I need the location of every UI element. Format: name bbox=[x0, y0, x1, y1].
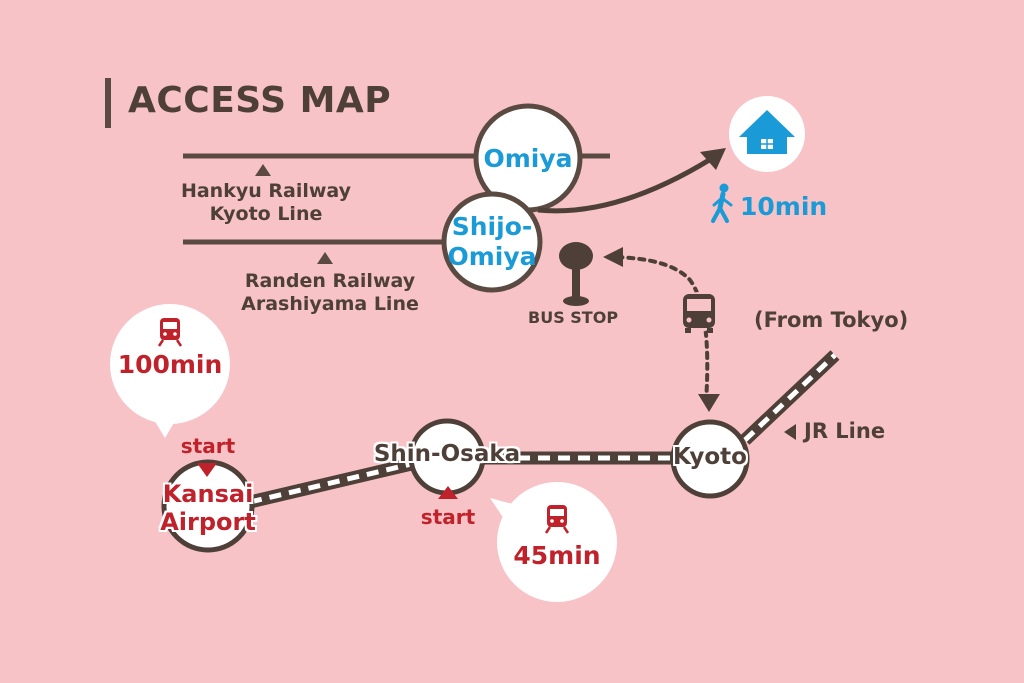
shijo-omiya-station-circle bbox=[441, 191, 543, 293]
hankyu-pointer bbox=[255, 164, 271, 176]
jr-line-pointer bbox=[784, 424, 796, 440]
shin-osaka-time-bubble bbox=[490, 482, 617, 602]
hankyu-line-caption-2: Kyoto Line bbox=[209, 203, 323, 225]
shin-osaka-start-label: start bbox=[420, 505, 476, 529]
kansai-train-time-label: 100min bbox=[117, 350, 223, 379]
kansai-airport-station-circle bbox=[161, 459, 255, 553]
shijo-omiya-station-label: Shijo- Omiya bbox=[432, 212, 552, 272]
bus-route bbox=[610, 255, 710, 404]
shin-osaka-train-time-label: 45min bbox=[513, 541, 601, 570]
randen-line-caption-2: Arashiyama Line bbox=[241, 293, 419, 315]
hankyu-line-caption-1: Hankyu Railway bbox=[180, 180, 352, 202]
home-icon bbox=[729, 96, 805, 172]
walk-route bbox=[537, 149, 724, 214]
title-accent-bar bbox=[105, 78, 111, 128]
omiya-station-label: Omiya bbox=[483, 144, 573, 173]
walking-person-icon bbox=[711, 183, 733, 223]
train-icon-kansai bbox=[157, 318, 183, 347]
bus-route-arrow-to-kyoto bbox=[698, 394, 720, 412]
bus-stop-label: BUS STOP bbox=[528, 308, 619, 327]
hankyu-line-caption: Hankyu Railway Kyoto Line bbox=[166, 180, 366, 226]
kansai-start-triangle bbox=[197, 463, 217, 477]
walk-route-arrowhead bbox=[700, 148, 726, 170]
randen-pointer bbox=[317, 252, 333, 264]
shin-osaka-start-triangle bbox=[438, 486, 458, 499]
from-tokyo-label: (From Tokyo) bbox=[754, 308, 909, 332]
shijo-omiya-line2: Omiya bbox=[447, 242, 537, 271]
kyoto-station-circle bbox=[670, 419, 750, 499]
jr-line-tracks bbox=[248, 350, 840, 509]
bus-icon bbox=[679, 292, 719, 333]
kyoto-station-label: Kyoto bbox=[673, 444, 747, 470]
shin-osaka-station-label: Shin-Osaka bbox=[373, 441, 521, 467]
randen-line-caption-1: Randen Railway bbox=[244, 270, 416, 292]
kansai-airport-station-label: Kansai Airport bbox=[138, 480, 278, 536]
page-title: ACCESS MAP bbox=[128, 80, 392, 121]
kansai-start-label: start bbox=[180, 434, 236, 458]
train-icon-shin-osaka bbox=[544, 505, 570, 534]
kansai-airport-line1: Kansai bbox=[162, 480, 254, 508]
kansai-airport-line2: Airport bbox=[160, 508, 256, 536]
bus-route-arrow-to-stop bbox=[603, 247, 623, 267]
shijo-omiya-line1: Shijo- bbox=[451, 212, 533, 241]
walk-time-label: 10min bbox=[740, 192, 828, 221]
bus-stop-icon bbox=[559, 242, 593, 306]
kansai-time-bubble bbox=[110, 304, 230, 438]
randen-line-caption: Randen Railway Arashiyama Line bbox=[230, 270, 430, 316]
jr-line-label: JR Line bbox=[804, 419, 886, 443]
